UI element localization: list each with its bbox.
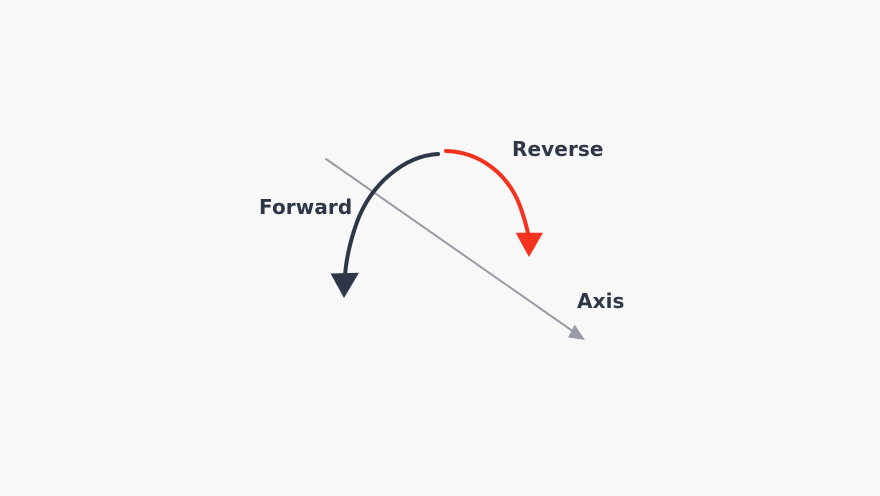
forward-arc-group bbox=[330, 152, 440, 298]
reverse-label: Reverse bbox=[512, 137, 604, 161]
reverse-arrowhead-icon bbox=[515, 232, 543, 257]
forward-label: Forward bbox=[259, 195, 353, 219]
axis-label: Axis bbox=[577, 289, 625, 313]
axis-arrowhead-icon bbox=[568, 324, 585, 340]
reverse-arc-group bbox=[444, 149, 543, 257]
forward-arc-path bbox=[342, 152, 440, 283]
axis-arrow-group bbox=[325, 158, 585, 340]
forward-arrowhead-icon bbox=[330, 272, 359, 298]
axis-line bbox=[325, 158, 575, 333]
reverse-arc-path bbox=[444, 149, 531, 243]
